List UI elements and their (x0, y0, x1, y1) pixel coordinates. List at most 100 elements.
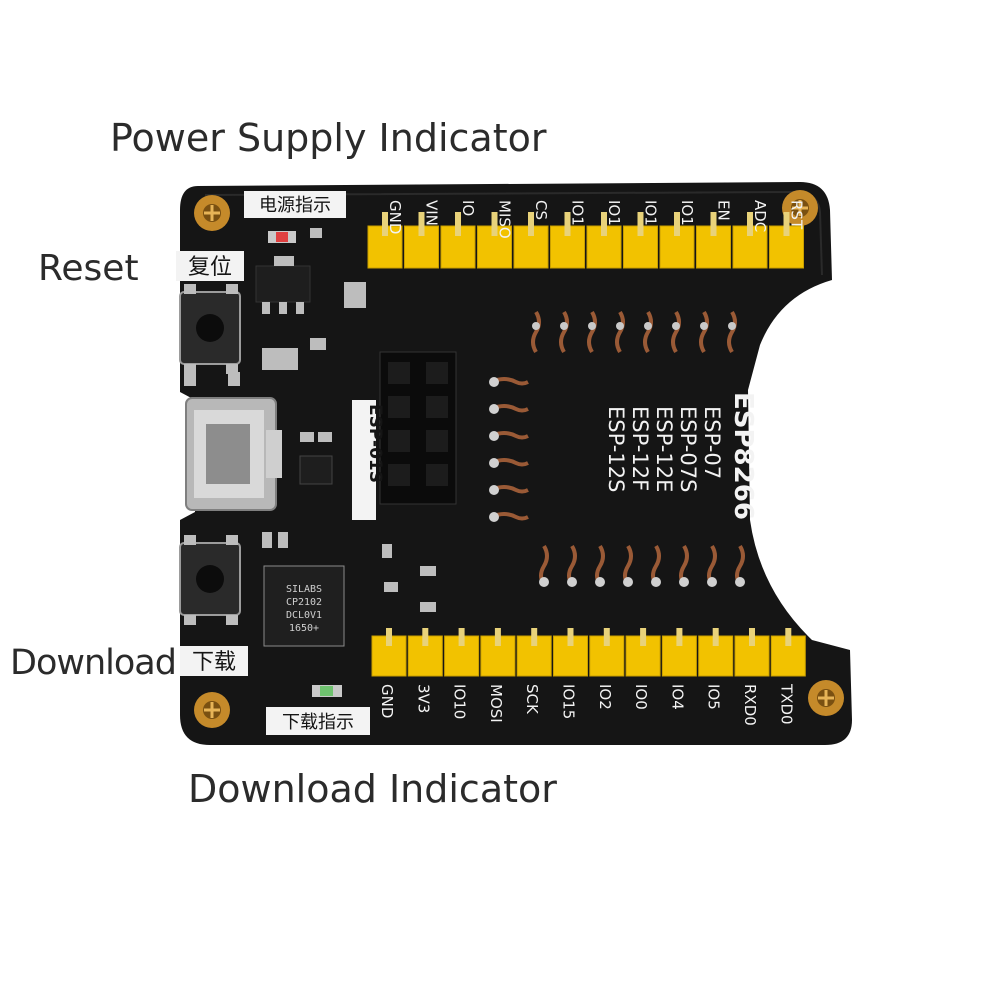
chip-text-line: 1650+ (289, 623, 319, 634)
top-pin-label: VIN (423, 200, 441, 226)
header-pin[interactable] (367, 212, 403, 269)
header-pin[interactable] (407, 628, 443, 677)
bottom-pin-label: GND (378, 684, 396, 718)
header-pin[interactable] (586, 212, 622, 269)
top-pin-label: GND (386, 200, 404, 234)
reset-label: Reset (38, 248, 139, 289)
esp01s-silk: ESP-01S (365, 404, 385, 483)
power-supply-indicator-label: Power Supply Indicator (110, 116, 547, 160)
bottom-pin-label: RXD0 (741, 684, 759, 726)
voltage-regulator (255, 256, 311, 314)
download-label: Download (10, 643, 177, 683)
pogo-pin (559, 310, 569, 354)
pogo-pin (489, 458, 529, 468)
chip-text-line: CP2102 (286, 597, 322, 608)
module-text-line: ESP-12E (652, 406, 676, 492)
download-silk: 下载 (192, 650, 236, 675)
header-pin[interactable] (477, 212, 512, 269)
pogo-pin (595, 544, 605, 587)
pogo-pin (651, 544, 661, 587)
pogo-pin (567, 544, 577, 587)
header-pin[interactable] (734, 628, 770, 677)
download-indicator-label: Download Indicator (188, 767, 557, 811)
reset-silk: 复位 (188, 255, 232, 280)
pogo-pin (679, 544, 689, 587)
module-text-line: ESP-07 (700, 406, 724, 479)
passive-components (184, 228, 436, 612)
top-pin-label: ADC (751, 200, 769, 232)
top-pin-label: IO1 (605, 200, 623, 226)
top-pin-label: EN (715, 200, 733, 221)
pogo-pin (643, 310, 653, 354)
top-pin-label: RST (788, 200, 806, 230)
pogo-pin (489, 485, 529, 495)
header-pin[interactable] (698, 628, 734, 677)
top-pin-label: IO1 (569, 200, 587, 226)
header-pin[interactable] (770, 628, 806, 677)
pogo-pin (707, 544, 717, 587)
pogo-pin (489, 431, 529, 441)
screw-icon (808, 680, 844, 716)
header-pin[interactable] (769, 212, 804, 269)
module-text-line: ESP-07S (676, 406, 700, 492)
pogo-pin (623, 544, 633, 587)
pogo-pin (615, 310, 625, 354)
download-led (312, 685, 342, 697)
header-pin[interactable] (550, 212, 585, 269)
header-pin[interactable] (659, 212, 695, 269)
reset-button[interactable] (179, 284, 241, 374)
top-pin-label: IO1 (678, 200, 696, 226)
pogo-pin (539, 544, 549, 587)
micro-usb-port[interactable] (185, 397, 282, 511)
header-pin[interactable] (444, 628, 480, 677)
chip-text-line: DCL0V1 (286, 610, 322, 621)
bottom-pin-label: MOSI (487, 684, 505, 723)
top-pin-label: IO (459, 200, 477, 216)
power-led (268, 231, 296, 243)
bottom-pin-label: IO5 (705, 684, 723, 710)
bottom-pin-label: SCK (523, 684, 541, 715)
pogo-pin (727, 310, 737, 354)
bottom-pin-label: IO2 (596, 684, 614, 710)
header-pin[interactable] (371, 628, 407, 677)
chip-text-line: SILABS (286, 584, 322, 595)
download-button[interactable] (179, 535, 241, 625)
header-pin[interactable] (440, 212, 476, 269)
pogo-pin (489, 512, 529, 522)
header-pin[interactable] (661, 628, 697, 677)
bottom-pin-label: 3V3 (414, 684, 432, 713)
header-pin[interactable] (696, 212, 731, 269)
pogo-pins-bottom (539, 544, 745, 587)
screw-icon (782, 190, 818, 226)
pogo-pin (489, 377, 529, 387)
pogo-pins-top (531, 310, 737, 354)
bottom-pin-label: IO15 (560, 684, 578, 719)
header-pin[interactable] (553, 628, 588, 677)
esp01s-socket[interactable] (379, 351, 457, 505)
header-pin[interactable] (732, 212, 768, 269)
header-pin[interactable] (623, 212, 658, 269)
screw-icon (194, 195, 230, 231)
header-pin[interactable] (513, 212, 549, 269)
module-text-line: ESP8266 (728, 392, 758, 520)
pogo-pins-left (489, 377, 529, 522)
bottom-pin-label: IO0 (632, 684, 650, 710)
module-text-line: ESP-12S (604, 406, 628, 492)
bottom-pin-label: IO4 (668, 684, 686, 710)
pogo-pin (489, 404, 529, 414)
pogo-pin (587, 310, 597, 354)
bottom-pin-label: TXD0 (777, 683, 795, 725)
pogo-pin (531, 310, 541, 354)
header-pin[interactable] (404, 212, 439, 269)
download-indicator-silk: 下载指示 (282, 712, 354, 733)
header-pin[interactable] (516, 628, 552, 677)
header-pin[interactable] (589, 628, 625, 677)
header-pin[interactable] (625, 628, 661, 677)
pogo-pin (671, 310, 681, 354)
bottom-pin-header: GND 3V3 IO10 MOSI SCK IO15 IO2 IO0 IO4 IO5 RXD0 TXD… (371, 628, 806, 726)
header-pin[interactable] (480, 628, 516, 677)
usb-uart-chip: SILABS CP2102 DCL0V1 1650+ (263, 565, 345, 647)
bottom-pin-label: IO10 (451, 684, 469, 719)
power-indicator-silk: 电源指示 (259, 195, 331, 216)
